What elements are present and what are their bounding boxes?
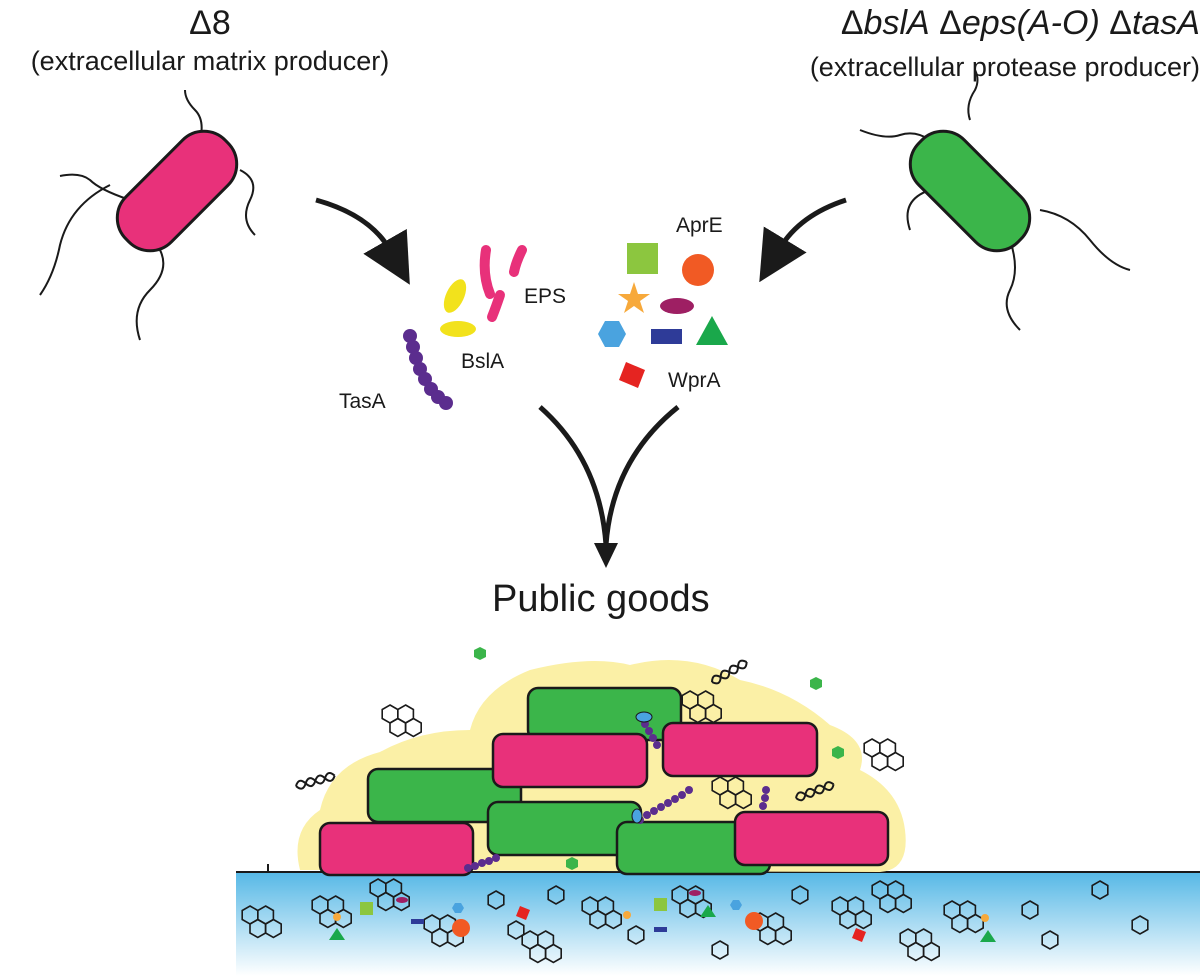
- bsla-molecules: [440, 279, 476, 337]
- left-arrow: [315, 197, 410, 285]
- gene-bsla: bslA: [863, 4, 930, 42]
- tasa-label: TasA: [339, 390, 386, 413]
- left-strain-description: (extracellular matrix producer): [30, 46, 390, 76]
- right-arrow: [759, 197, 847, 283]
- right-strain-description: (extracellular protease producer): [809, 52, 1200, 82]
- converge-right-arrow: [603, 405, 680, 546]
- biofilm-cells: [318, 686, 890, 877]
- delta-symbol: Δ: [1109, 4, 1132, 42]
- public-goods-title: Public goods: [492, 578, 710, 620]
- protease-producer-bacterium: [859, 69, 1131, 331]
- substrate-proteases: [329, 890, 996, 942]
- apre-label: AprE: [676, 214, 723, 237]
- wpra-label: WprA: [668, 369, 721, 392]
- delta-symbol: Δ: [840, 4, 864, 42]
- biofilm-proteases: [474, 647, 844, 870]
- eps-molecules: [479, 245, 527, 322]
- bsla-label: BslA: [461, 350, 505, 373]
- matrix-producer-bacterium: [39, 89, 256, 341]
- delta-symbol: Δ: [189, 4, 212, 42]
- right-strain-title: ΔbslA Δeps(A-O) ΔtasA: [738, 4, 1200, 42]
- tasa-fiber: [403, 329, 453, 410]
- converge-arrowhead: [594, 543, 618, 568]
- converge-left-arrow: [538, 405, 609, 546]
- substrate-surface: [236, 872, 1200, 976]
- eps-label: EPS: [524, 285, 567, 308]
- protease-shapes: [598, 243, 728, 388]
- gene-tasa: tasA: [1131, 4, 1200, 42]
- left-strain-name: 8: [211, 4, 231, 42]
- gene-eps: eps(A-O): [961, 4, 1100, 42]
- delta-symbol: Δ: [939, 4, 962, 42]
- left-strain-title: Δ8: [150, 4, 270, 42]
